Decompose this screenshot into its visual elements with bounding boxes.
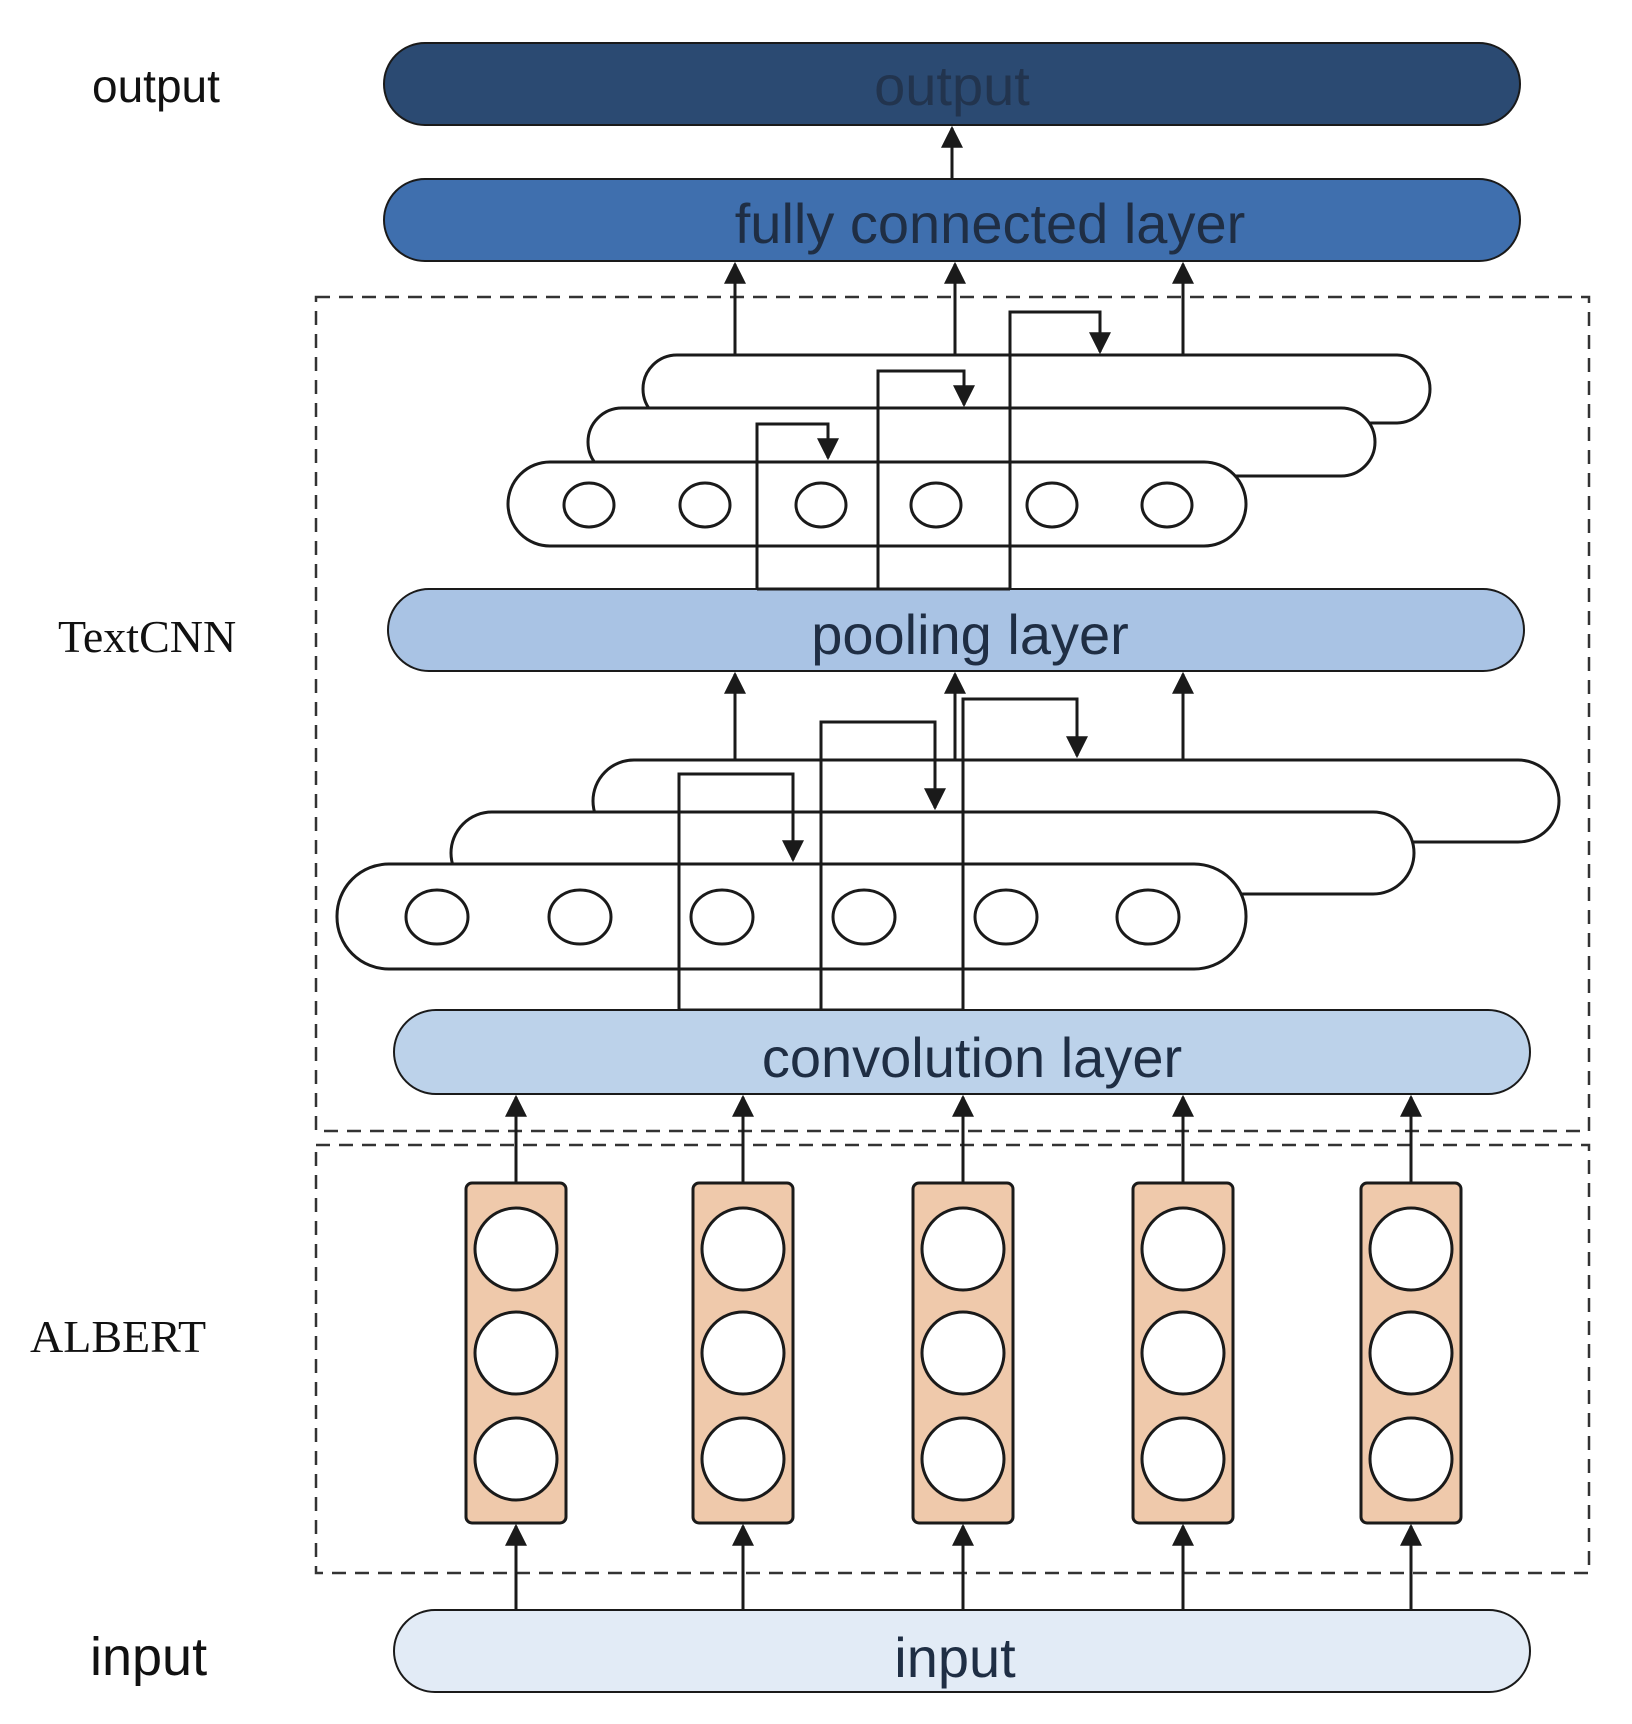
pooled-neuron: [562, 481, 616, 529]
pooling-layer-label: pooling layer: [811, 603, 1129, 666]
convolution-layer: [393, 1009, 1531, 1095]
conv-connector: [961, 697, 1088, 1010]
side-label-textcnn: TextCNN: [58, 611, 236, 662]
pooled-neuron: [1140, 481, 1194, 529]
conv-feature-map-1: [335, 862, 1248, 971]
albert-column: [1359, 1181, 1463, 1525]
side-label-output: output: [92, 60, 220, 112]
conv-neuron: [689, 888, 755, 946]
input-layer-label: input: [894, 1626, 1016, 1689]
conv-neuron: [404, 888, 470, 946]
fully-connected-layer-label: fully connected layer: [735, 192, 1246, 255]
conv-neuron: [1115, 888, 1181, 946]
conv-neuron: [831, 888, 897, 946]
pooled-neuron: [794, 481, 848, 529]
pooling-connector: [755, 422, 839, 589]
albert-column: [691, 1181, 795, 1525]
output-layer: [383, 42, 1521, 126]
pooled-neurons: [562, 481, 1194, 529]
side-label-albert: ALBERT: [30, 1311, 206, 1362]
input-layer: [393, 1609, 1531, 1693]
pooled-neuron: [909, 481, 963, 529]
albert-column: [464, 1181, 568, 1525]
convolution-layer-label: convolution layer: [762, 1026, 1182, 1089]
albert-column: [1131, 1181, 1235, 1525]
conv-connector: [819, 720, 946, 1010]
pooled-neuron: [678, 481, 732, 529]
albert-group-box: [314, 1143, 1591, 1575]
conv-neurons: [404, 888, 1181, 946]
output-layer-label: output: [874, 54, 1030, 117]
pooled-neuron: [1025, 481, 1079, 529]
conv-connector: [677, 772, 804, 1010]
side-label-input: input: [90, 1627, 207, 1687]
textcnn-group-box: [314, 295, 1591, 1133]
albert-column: [911, 1181, 1015, 1525]
fully-connected-layer: [383, 178, 1521, 262]
conv-neuron: [547, 888, 613, 946]
conv-neuron: [973, 888, 1039, 946]
pooling-connector: [1008, 310, 1111, 589]
pooling-connector: [876, 369, 975, 589]
